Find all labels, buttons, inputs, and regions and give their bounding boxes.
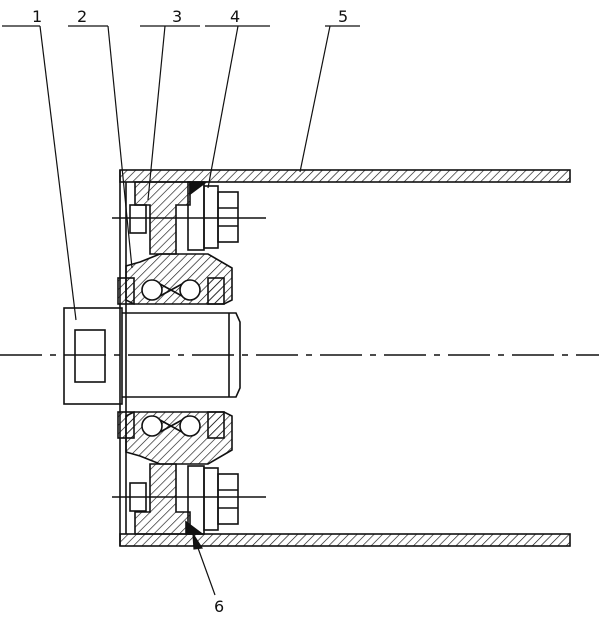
shaft: [63, 307, 241, 405]
leader-lines: [2, 25, 360, 596]
ball: [141, 279, 163, 301]
weld-mark: [185, 520, 205, 535]
tube: [119, 169, 571, 547]
bearing-lower: [117, 411, 225, 439]
label-1: 1: [32, 7, 42, 26]
end-plate: [119, 170, 127, 546]
shaft-body: [122, 312, 241, 398]
label-3: 3: [172, 7, 182, 26]
bolt-nut-upper: [129, 181, 239, 251]
label-4: 4: [230, 7, 240, 26]
ball: [179, 279, 201, 301]
shaft-head: [63, 307, 123, 405]
label-2: 2: [77, 7, 87, 26]
bolt-nut-lower: [129, 465, 239, 535]
label-6: 6: [214, 597, 224, 616]
ball: [141, 415, 163, 437]
tube-top-wall: [119, 169, 571, 183]
tube-bottom-wall: [119, 533, 571, 547]
label-5: 5: [338, 7, 348, 26]
bearing-upper: [117, 277, 225, 305]
ball: [179, 415, 201, 437]
shaft-slot: [74, 329, 106, 383]
